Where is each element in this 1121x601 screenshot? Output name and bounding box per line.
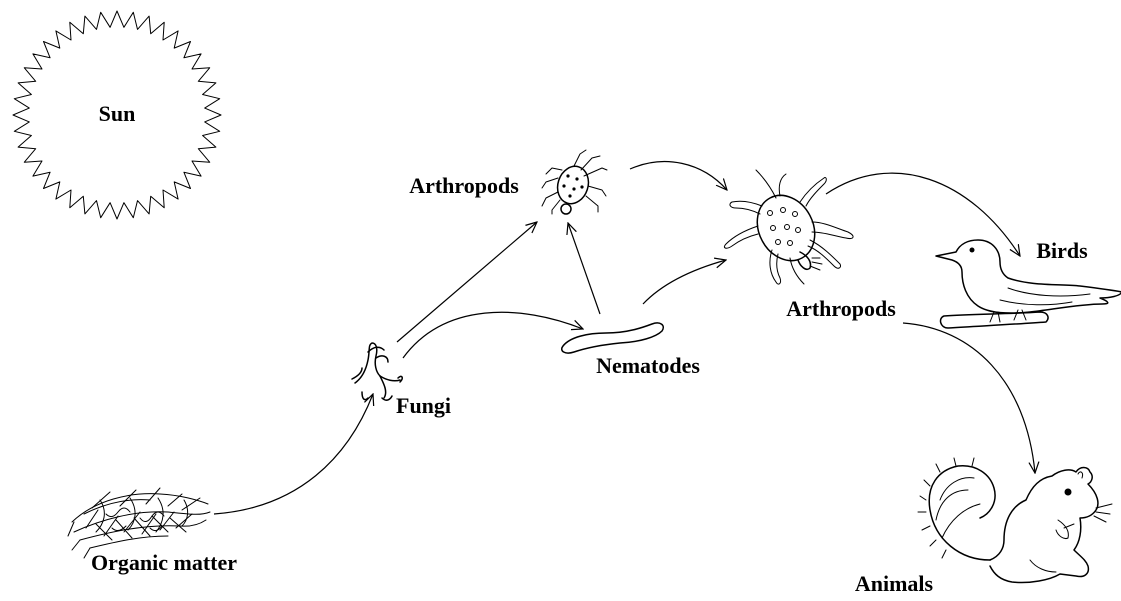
squirrel-icon: [918, 458, 1112, 583]
fungi-label: Fungi: [396, 393, 451, 418]
mite-icon-large: [724, 170, 853, 284]
arrow-fungi-to-nematodes: [403, 312, 583, 358]
arrow-nematodes-to-arthropods-large: [643, 260, 726, 304]
animals-label: Animals: [855, 571, 934, 596]
arthropods-large-label: Arthropods: [786, 296, 896, 321]
arrow-arthropods-small-to-large: [630, 162, 727, 190]
nematodes-label: Nematodes: [596, 353, 700, 378]
organic-matter-icon: [68, 488, 210, 558]
bird-icon: [936, 240, 1121, 328]
connections: [214, 162, 1035, 514]
fungi-icon: [352, 343, 402, 400]
nematode-icon: [562, 323, 664, 353]
arrow-fungi-to-arthropods-small: [397, 222, 537, 342]
mite-icon-small: [542, 150, 607, 214]
arrow-nematodes-to-arthropods-small: [568, 223, 600, 314]
arrow-organic-to-fungi: [214, 394, 373, 514]
arrow-arthropods-large-to-animals: [903, 323, 1035, 473]
birds-label: Birds: [1036, 238, 1088, 263]
organic-matter-label: Organic matter: [91, 550, 237, 575]
sun-label: Sun: [99, 101, 136, 126]
arthropods-small-label: Arthropods: [409, 173, 519, 198]
